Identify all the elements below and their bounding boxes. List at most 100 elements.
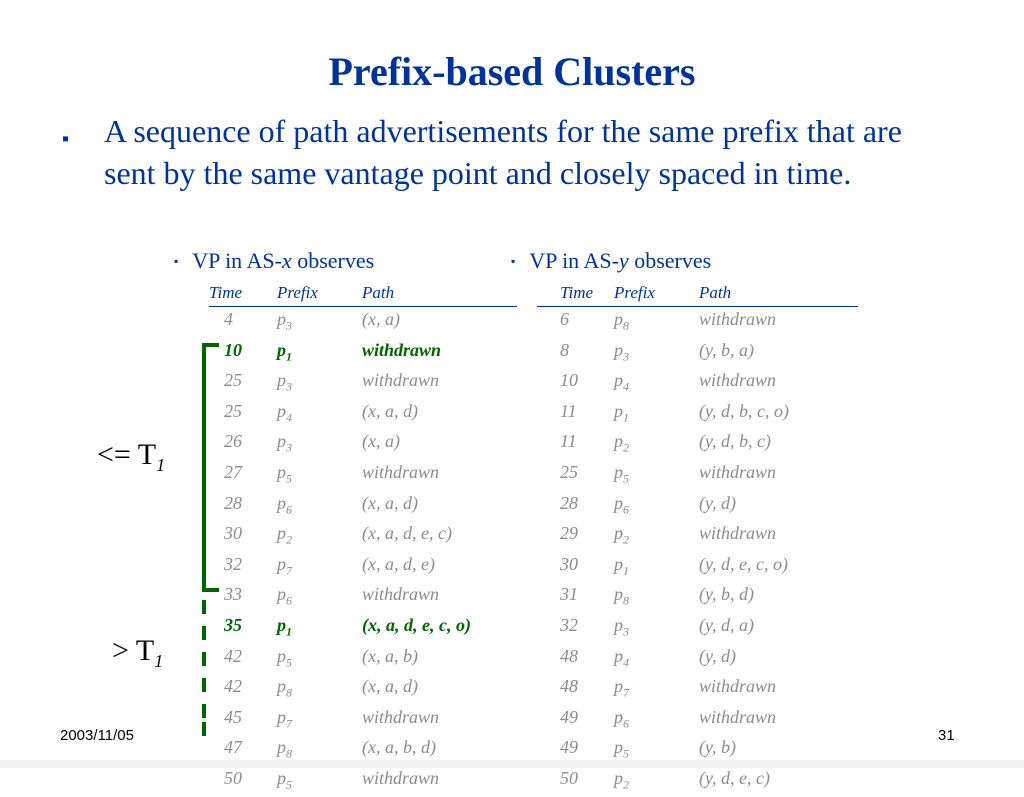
path-cell: withdrawn — [362, 706, 440, 727]
time-cell: 11 — [560, 400, 577, 421]
path-cell: (x, a, d, e) — [362, 553, 435, 574]
path-cell: (x, a) — [362, 309, 400, 329]
time-cell: 28 — [224, 492, 242, 513]
prefix-cell: p4 — [614, 370, 629, 394]
path-cell: (x, a, d, e, c, o) — [362, 614, 471, 635]
path-cell: (y, d, a) — [699, 614, 754, 635]
time-cell: 45 — [224, 706, 242, 727]
time-cell: 50 — [560, 767, 578, 788]
prefix-cell: p2 — [614, 767, 629, 792]
time-cell: 32 — [224, 553, 242, 574]
time-cell: 48 — [560, 676, 578, 697]
prefix-cell: p2 — [277, 523, 292, 547]
dashed-segment — [202, 626, 206, 640]
prefix-cell: p8 — [614, 309, 629, 333]
bottom-band — [0, 760, 1024, 768]
path-cell: (y, d) — [699, 492, 736, 513]
prefix-cell: p5 — [614, 461, 629, 486]
page-number: 31 — [938, 727, 955, 744]
prefix-cell: p1 — [614, 400, 629, 425]
prefix-cell: p8 — [277, 676, 292, 700]
path-cell: withdrawn — [362, 767, 440, 788]
time-cell: 11 — [560, 431, 577, 452]
dashed-segment — [202, 678, 206, 692]
prefix-cell: p5 — [277, 767, 292, 792]
path-cell: (y, d, e, c, o) — [699, 553, 788, 574]
cluster-bracket — [202, 343, 206, 592]
path-cell: (x, a) — [362, 431, 400, 452]
bullet-square-icon: ▪ — [62, 128, 70, 150]
table-header-row: Time Prefix Path — [209, 282, 517, 307]
path-header: Path — [699, 282, 858, 307]
beyond-threshold-label: > T1 — [112, 634, 164, 671]
prefix-header: Prefix — [614, 282, 699, 307]
path-cell: (y, d) — [699, 645, 736, 666]
prefix-cell: p1 — [614, 553, 629, 578]
left-subheading: ▪VP in AS-x observes — [174, 248, 375, 273]
time-cell: 49 — [560, 737, 578, 758]
bracket-top-tick — [202, 343, 219, 347]
prefix-cell: p6 — [614, 706, 629, 731]
time-cell: 33 — [224, 584, 242, 605]
time-cell: 6 — [560, 309, 569, 329]
path-cell: (y, d, b, c) — [699, 431, 771, 452]
time-cell: 32 — [560, 614, 578, 635]
prefix-cell: p5 — [277, 645, 292, 670]
path-cell: withdrawn — [699, 309, 777, 329]
path-cell: (y, b, a) — [699, 339, 754, 360]
prefix-cell: p7 — [277, 553, 292, 578]
time-cell: 42 — [224, 645, 242, 666]
dashed-segment — [202, 704, 206, 718]
prefix-cell: p2 — [614, 523, 629, 547]
sub-bullet-icon: ▪ — [174, 254, 179, 268]
prefix-cell: p3 — [614, 614, 629, 639]
path-cell: withdrawn — [699, 676, 777, 697]
time-cell: 30 — [224, 523, 242, 544]
time-cell: 8 — [560, 339, 569, 360]
time-cell: 4 — [224, 309, 233, 329]
path-cell: (y, d, e, c) — [699, 767, 770, 788]
dashed-segment — [202, 600, 206, 614]
prefix-cell: p3 — [614, 339, 629, 364]
table-row: 8 p3 (y, b, a) — [537, 338, 858, 369]
time-cell: 26 — [224, 431, 242, 452]
prefix-cell: p5 — [614, 737, 629, 761]
path-cell: (y, b, d) — [699, 584, 754, 605]
path-cell: withdrawn — [699, 523, 777, 544]
time-header: Time — [537, 282, 614, 307]
prefix-cell: p4 — [614, 645, 629, 670]
path-cell: (x, a, b, d) — [362, 737, 436, 758]
time-cell: 27 — [224, 461, 242, 482]
time-cell: 48 — [560, 645, 578, 666]
prefix-cell: p3 — [277, 370, 292, 394]
time-cell: 49 — [560, 706, 578, 727]
prefix-cell: p8 — [614, 584, 629, 608]
time-cell: 31 — [560, 584, 578, 605]
path-cell: withdrawn — [362, 584, 440, 605]
time-cell: 47 — [224, 737, 242, 758]
within-threshold-label: <= T1 — [97, 438, 166, 475]
time-cell: 35 — [224, 614, 242, 635]
